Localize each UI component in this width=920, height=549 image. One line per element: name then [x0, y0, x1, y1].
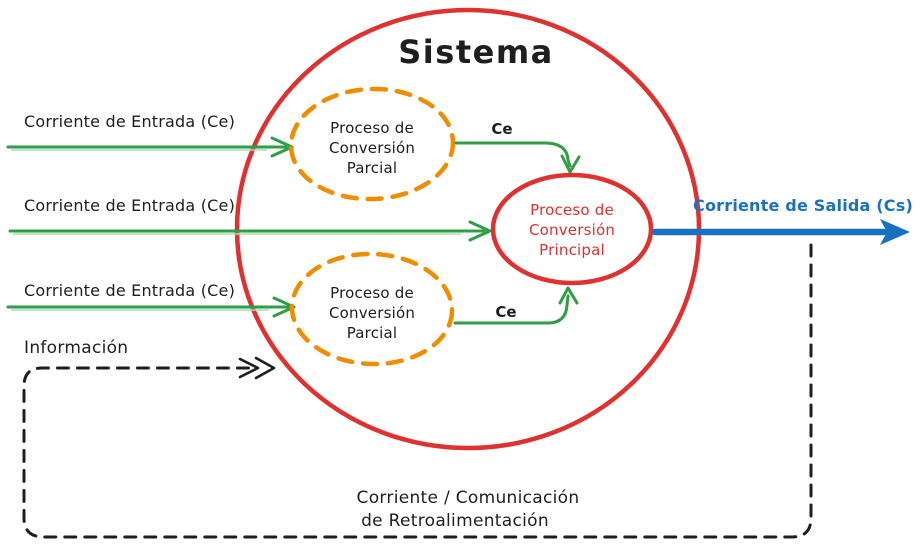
- ce-connector-bottom-head-icon: [558, 286, 579, 305]
- input-label-3: Corriente de Entrada (Ce): [24, 281, 235, 300]
- output-arrow-head-icon: [880, 219, 910, 245]
- input-flows: Corriente de Entrada (Ce) Corriente de E…: [6, 112, 492, 318]
- main-process-ellipse: [490, 172, 654, 286]
- partial-process-top-line3: Parcial: [347, 159, 398, 177]
- ce-connector-top-line: [454, 141, 572, 168]
- partial-process-top-line1: Proceso de: [330, 119, 414, 137]
- ce-label-bottom: Ce: [495, 303, 516, 321]
- partial-process-top: Proceso de Conversión Parcial: [288, 86, 456, 202]
- feedback-loop-path: [22, 243, 813, 539]
- ce-label-top: Ce: [491, 120, 512, 138]
- input-label-1: Corriente de Entrada (Ce): [24, 112, 235, 131]
- output-flow: Corriente de Salida (Cs): [651, 196, 913, 245]
- internal-connectors: Ce Ce: [453, 120, 581, 325]
- partial-process-top-ellipse: [288, 86, 456, 202]
- partial-process-bottom-line2: Conversión: [329, 304, 415, 322]
- input-label-2: Corriente de Entrada (Ce): [24, 196, 235, 215]
- feedback-loop: Información Corriente / Comunicación de …: [22, 243, 813, 539]
- partial-process-top-line2: Conversión: [329, 139, 415, 157]
- ce-connector-top-head-icon: [560, 154, 581, 174]
- system-boundary: Sistema: [234, 7, 702, 451]
- input-arrow-2-head-icon: [468, 220, 492, 242]
- feedback-label-line1: Corriente / Comunicación: [357, 488, 580, 508]
- partial-process-bottom: Proceso de Conversión Parcial: [289, 251, 455, 367]
- information-arrow-head2-icon: [254, 356, 276, 380]
- output-label: Corriente de Salida (Cs): [693, 196, 913, 215]
- partial-process-bottom-line3: Parcial: [347, 324, 398, 342]
- main-process-line1: Proceso de: [530, 201, 614, 219]
- feedback-label-line2: de Retroalimentación: [361, 511, 549, 531]
- system-boundary-circle: [234, 7, 702, 451]
- ce-connector-bottom-line: [453, 294, 570, 325]
- system-title: Sistema: [398, 33, 554, 71]
- information-label: Información: [24, 338, 128, 358]
- partial-process-bottom-line1: Proceso de: [330, 284, 414, 302]
- partial-process-bottom-ellipse: [289, 251, 455, 367]
- main-process-line2: Conversión: [529, 221, 615, 239]
- main-process-line3: Principal: [539, 241, 605, 259]
- information-arrow-head-icon: [238, 357, 260, 379]
- main-process: Proceso de Conversión Principal: [490, 172, 654, 286]
